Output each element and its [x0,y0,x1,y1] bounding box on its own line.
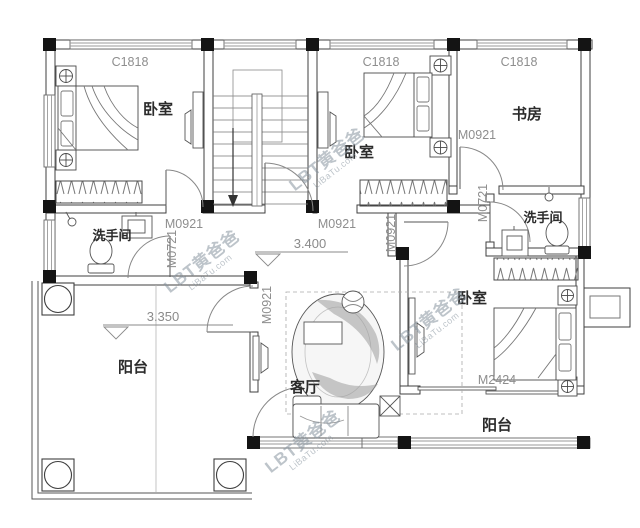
ceiling-lamp-right [544,187,554,202]
sofa [292,395,380,439]
toilet-right [544,219,570,255]
stair-down-arrow [228,195,238,207]
wall-south-mid [45,275,255,286]
sink-left [121,212,153,239]
post-bottom-right [213,458,247,492]
wall-corridor-left [387,212,397,257]
toilet-left [87,237,115,274]
label-door-m0721-left: M0721 [165,230,179,268]
sliding-door-m2424 [417,386,565,395]
door-living-southwest [252,386,304,438]
label-bedroom-middle: 卧室 [344,143,374,161]
door-bathroom-right [489,201,531,243]
door-entry [206,285,254,333]
label-dim-hall: 3.400 [294,236,327,251]
tv-bedroom-right [408,297,425,375]
ceiling-lamp-left [65,211,77,227]
label-dim-balcony: 3.350 [147,309,180,324]
door-bedroom-right [403,221,449,267]
label-bedroom-top-left: 卧室 [143,100,173,118]
door-bedroom-top-left [165,169,204,208]
wall-study-bottom-a [448,185,458,195]
label-bathroom-right: 洗手间 [523,210,562,225]
wall-mid-a [45,204,167,214]
bay-protrusion [584,287,631,328]
door-stair-hall [264,162,314,212]
bed-top-left [55,65,139,171]
label-window-c1818-middle: C1818 [363,55,400,69]
window-c1818-left [69,39,193,50]
label-bedroom-right: 卧室 [457,289,487,307]
window-c1818-middle [329,39,435,50]
label-door-hall: M0921 [318,217,356,231]
dresser-top-left [55,180,143,204]
label-balcony-right: 阳台 [482,416,512,434]
wall-bedroomr-bottom-a [399,385,421,395]
window-left-lower [43,219,56,273]
tv-bedroom-middle [317,91,337,149]
sink-right [501,226,529,257]
label-door-bath-left: M0921 [165,217,203,231]
bathroom-right-fixtures [501,187,570,257]
wardrobe-right [493,257,579,281]
label-door-m0721-right: M0721 [476,184,490,222]
staircase [213,69,308,207]
bathroom-left-fixtures [65,211,153,274]
bed-middle [363,55,452,158]
wall-bedroomr-left [399,255,409,391]
doors [127,146,531,438]
door-study [459,146,504,191]
label-window-c1818-right: C1818 [501,55,538,69]
wall-study-bottom-b [498,185,585,195]
window-c1818-right [476,39,568,50]
window-stair [223,39,297,50]
balcony-left-railing [31,281,252,500]
dimension-hall [254,251,348,267]
window-living-south [251,436,407,449]
post-top-left [41,282,75,316]
label-bathroom-left: 洗手间 [92,228,131,243]
wall-stair-right [307,48,318,212]
balcony-posts [41,282,247,492]
bed-right [493,285,578,397]
window-bath-right [578,197,591,251]
coffee-table [303,321,343,345]
tv-bedroom-top-left [184,91,204,149]
windows [43,39,591,449]
wall-stair-left [203,48,214,206]
tv-living [252,335,269,381]
label-living-room: 客厅 [289,378,320,396]
label-door-m2424: M2424 [478,373,516,387]
label-balcony-left: 阳台 [118,358,148,376]
wardrobe-middle [359,179,448,207]
label-door-study: M0921 [458,128,496,142]
post-bottom-left [41,458,75,492]
label-door-entry: M0921 [260,286,274,324]
structural-columns [43,38,591,449]
dimension-balcony [102,324,233,340]
railing-balcony-right [397,437,591,449]
living-room-furniture [252,290,463,439]
window-left-upper [43,94,56,168]
label-window-c1818-left: C1818 [112,55,149,69]
label-study: 书房 [512,105,542,123]
label-door-corridor: M0921 [384,214,398,252]
door-bathroom-left [127,235,171,279]
round-table [341,290,365,314]
side-table [379,395,401,417]
